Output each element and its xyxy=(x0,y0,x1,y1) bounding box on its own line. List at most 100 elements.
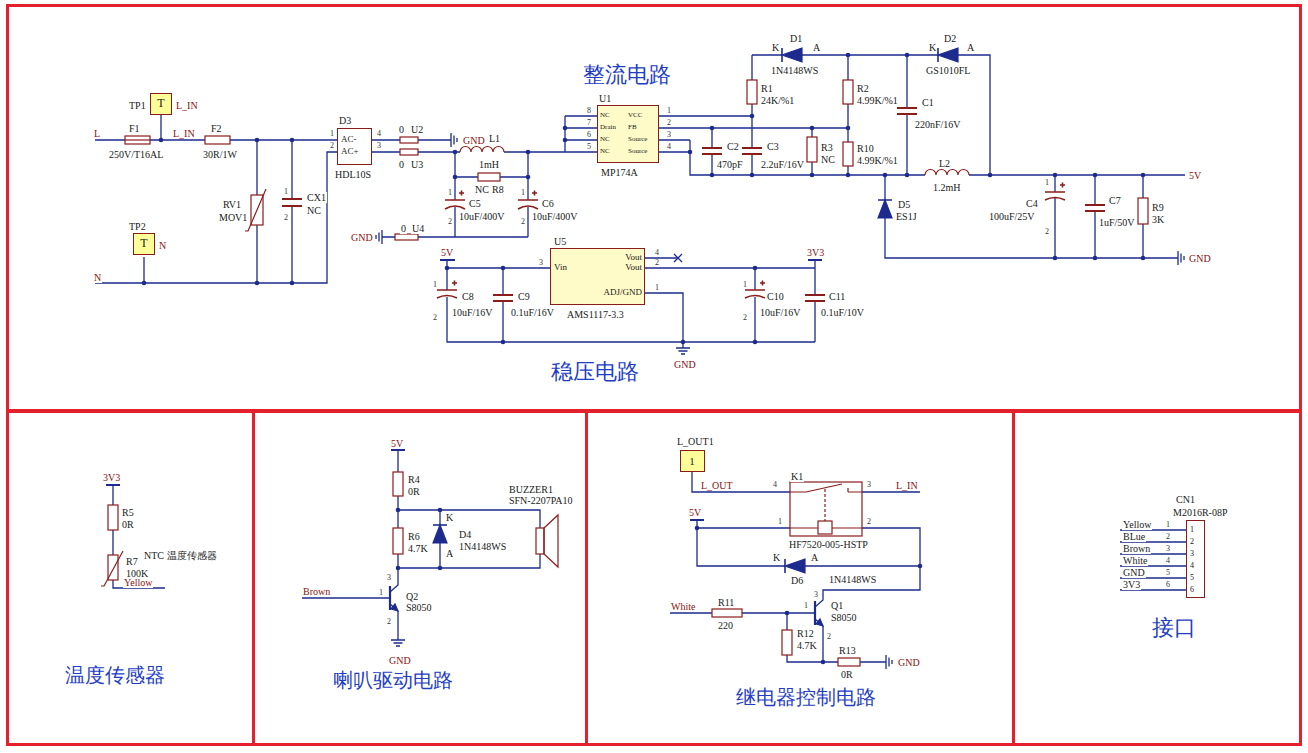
pin-number: 2 xyxy=(432,314,438,323)
component-label: C11 xyxy=(828,291,846,302)
ground-symbol xyxy=(376,133,1184,669)
pin-number: 1 xyxy=(666,107,672,116)
component-label: 1N4148WS xyxy=(458,541,507,552)
component-label: U5 xyxy=(553,236,567,247)
component-symbol xyxy=(1138,198,1148,224)
wire xyxy=(106,260,822,520)
pin-number: 4 xyxy=(1165,557,1171,566)
component-label: U4 xyxy=(411,223,425,234)
component-label: 4.7K xyxy=(796,640,818,651)
component-label: Brown xyxy=(1122,543,1151,554)
junction-dot xyxy=(563,126,568,131)
component-label: C10 xyxy=(766,291,785,302)
pin-name: Source xyxy=(628,136,647,144)
wire xyxy=(388,236,528,237)
pin-number: 4 xyxy=(772,481,778,490)
component-symbol xyxy=(544,515,558,567)
junction-dot xyxy=(159,138,164,143)
component-body: 123456 xyxy=(1186,520,1205,598)
pin-name: T xyxy=(140,237,147,250)
component-label: R10 xyxy=(856,143,875,154)
junction-dot xyxy=(750,173,755,178)
component-label: K xyxy=(928,42,937,53)
wire xyxy=(711,128,712,175)
net-label: GND xyxy=(673,359,697,370)
junction-dot xyxy=(526,150,531,155)
component-label: C4 xyxy=(1025,198,1039,209)
net-label: N xyxy=(93,272,102,283)
region-title: 喇叭驱动电路 xyxy=(333,669,453,691)
junction-dot xyxy=(710,173,715,178)
junction-dot xyxy=(290,138,295,143)
component-label: 0R xyxy=(407,486,421,497)
net-label: 3V3 xyxy=(806,247,825,258)
component-label: S8050 xyxy=(830,612,858,623)
wire xyxy=(1120,530,1186,590)
pin-number: 6 xyxy=(1165,581,1171,590)
junction-dot xyxy=(846,173,851,178)
junction-dot xyxy=(846,53,851,58)
component-label: R1 xyxy=(760,83,774,94)
component-label: D5 xyxy=(897,199,911,210)
component-label: 2.2uF/16V xyxy=(760,159,805,170)
wire xyxy=(906,55,907,175)
region-title: 稳压电路 xyxy=(551,360,639,384)
pin-number: 6 xyxy=(586,131,592,140)
component-label: U3 xyxy=(410,159,424,170)
component-symbol xyxy=(400,149,418,155)
component-label: R7 xyxy=(125,556,139,567)
component-body: AC-AC+ xyxy=(337,128,372,165)
component-symbol xyxy=(790,482,862,536)
wire xyxy=(645,258,815,342)
component-label: 10uF/400V xyxy=(531,211,579,222)
wire xyxy=(1094,175,1095,258)
pin-number: 5 xyxy=(1165,569,1171,578)
component-label: 10uF/16V xyxy=(759,307,802,318)
component-label: 1uF/50V xyxy=(1098,217,1136,228)
junction-dot xyxy=(1141,256,1146,261)
pin-number: 1 xyxy=(283,188,289,197)
wire xyxy=(752,55,990,175)
junction-dot xyxy=(785,611,790,616)
net-label: N xyxy=(158,240,167,251)
region-title: 温度传感器 xyxy=(65,664,165,686)
component-symbol xyxy=(437,281,457,299)
pin-name: T xyxy=(157,97,164,110)
wire xyxy=(659,116,925,175)
wire xyxy=(527,152,528,237)
component-label: R8 xyxy=(491,184,505,195)
component-symbol xyxy=(536,528,544,554)
region-title: 继电器控制电路 xyxy=(736,686,876,708)
pin-name: 6 xyxy=(1190,586,1194,595)
junction-dot xyxy=(445,266,450,271)
pin-number: 5 xyxy=(586,143,592,152)
junction-dot xyxy=(695,526,700,531)
pin-number: 8 xyxy=(586,107,592,116)
component-symbol xyxy=(393,472,403,496)
wire xyxy=(372,139,445,140)
component-symbol xyxy=(101,551,123,586)
pin-name: 1 xyxy=(689,455,695,467)
pin-number: 3 xyxy=(1165,545,1171,554)
net-label: L_IN xyxy=(895,480,919,491)
junction-dot xyxy=(396,508,401,513)
component-label: 0.1uF/16V xyxy=(510,307,555,318)
component-symbol xyxy=(433,524,447,526)
pin-number: 1 xyxy=(432,281,438,290)
component-label: L1 xyxy=(488,133,501,144)
junction-dot xyxy=(688,150,693,155)
component-label: 0 xyxy=(398,124,405,135)
component-label: A xyxy=(812,42,821,53)
component-symbol xyxy=(745,281,765,299)
pin-number: 7 xyxy=(586,119,592,128)
pin-number: 3 xyxy=(386,574,392,583)
wire xyxy=(390,450,398,592)
component-label: Q1 xyxy=(830,600,844,611)
component-symbol xyxy=(493,295,513,301)
component-label: BUZZER1 xyxy=(508,484,554,495)
junction-dot xyxy=(142,53,1146,665)
component-label: Q2 xyxy=(405,591,419,602)
junction-dot xyxy=(396,566,401,571)
wire xyxy=(95,152,337,283)
test-point-box: 1 xyxy=(680,450,705,472)
